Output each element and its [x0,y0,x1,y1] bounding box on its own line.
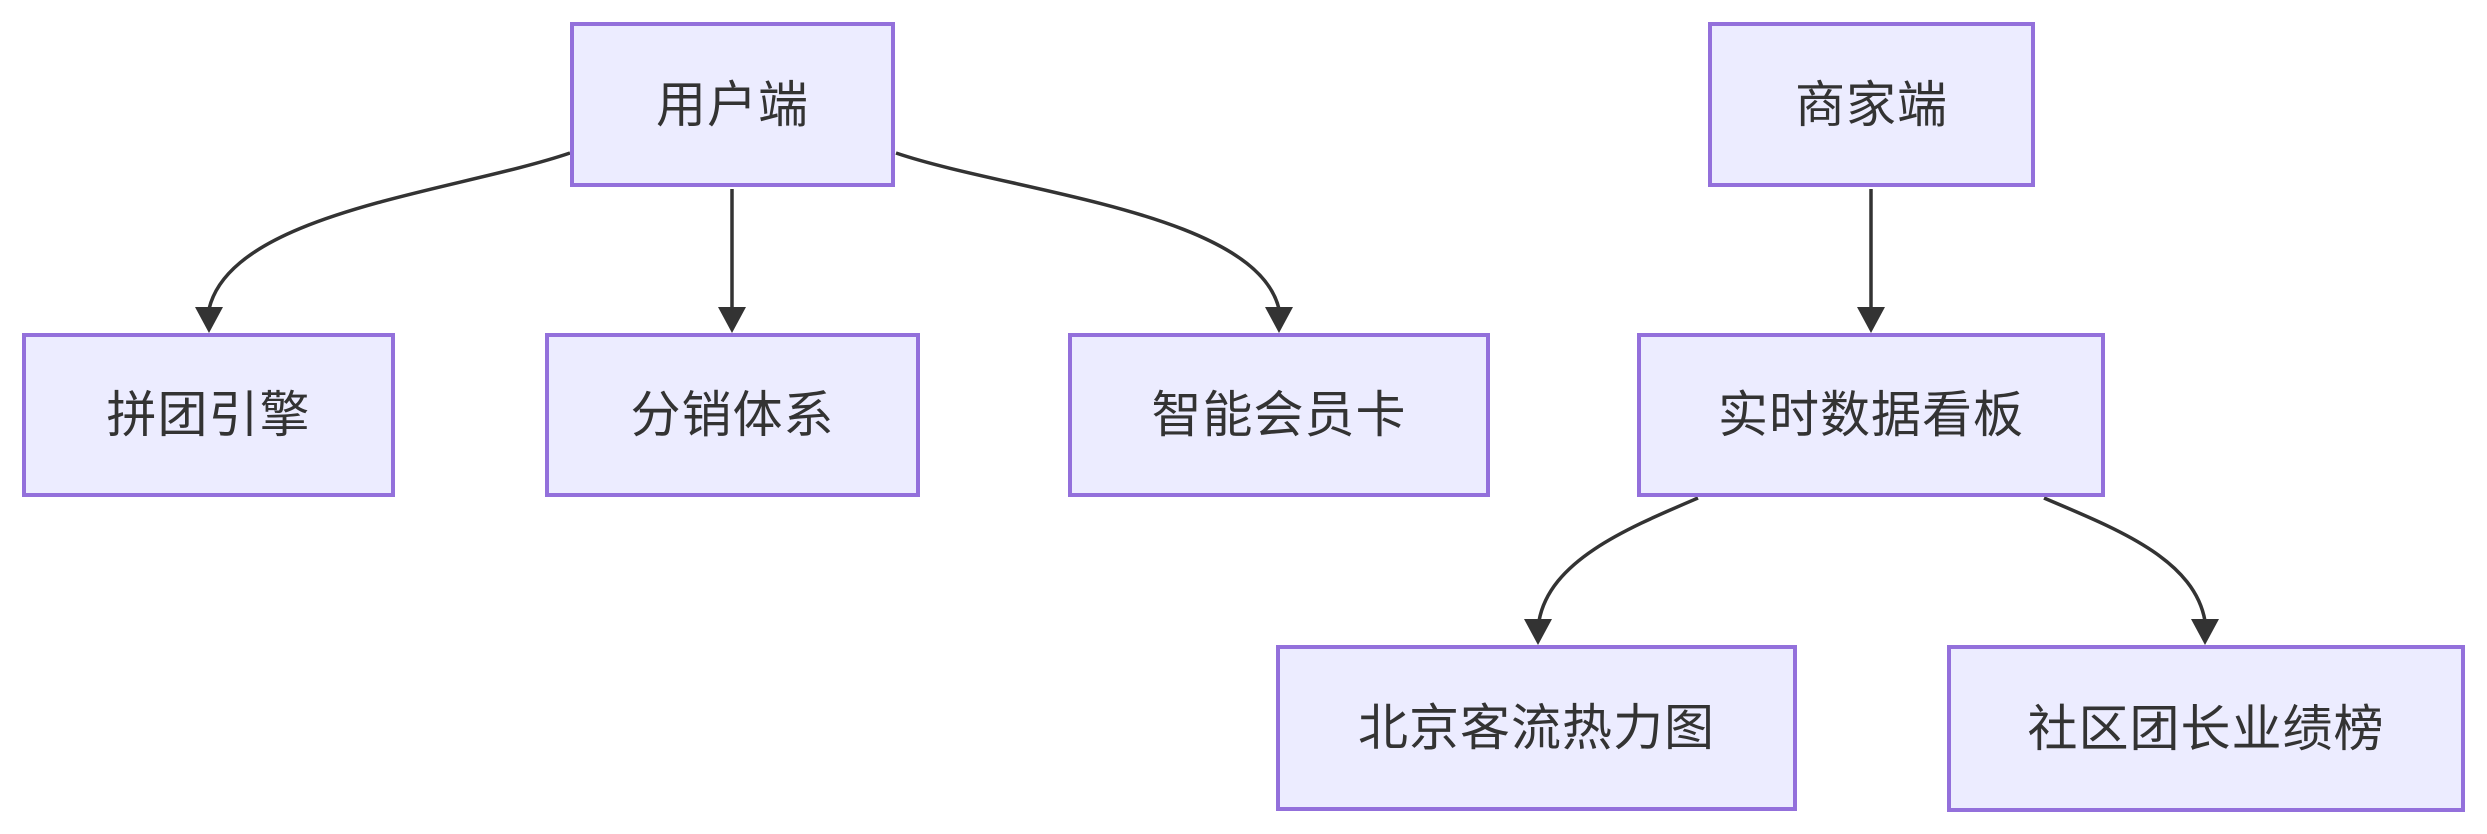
arrowhead-distribution [718,307,746,333]
arrowhead-dashboard [1857,307,1885,333]
node-user-side-label: 用户端 [656,76,809,133]
arrowhead-heatmap [1524,619,1552,645]
node-smart-member-card: 智能会员卡 [1068,333,1490,497]
node-realtime-dashboard: 实时数据看板 [1637,333,2105,497]
arrowhead-groupbuy [195,307,223,333]
edge-user-to-groupbuy [207,151,571,310]
arrowhead-leaderboard [2191,619,2219,645]
node-community-leaderboard: 社区团长业绩榜 [1947,645,2465,812]
edge-user-to-membercard [895,151,1281,310]
edge-dashboard-to-leaderboard [2043,496,2207,622]
edge-dashboard-to-heatmap [1537,496,1699,622]
node-distribution-system-label: 分销体系 [630,387,835,443]
node-smart-member-card-label: 智能会员卡 [1151,387,1407,443]
node-user-side: 用户端 [570,22,895,187]
arrowhead-membercard [1265,307,1293,333]
node-groupbuy-engine: 拼团引擎 [22,333,395,497]
node-merchant-side-label: 商家端 [1795,76,1948,133]
node-groupbuy-engine-label: 拼团引擎 [106,387,311,443]
node-realtime-dashboard-label: 实时数据看板 [1718,387,2024,443]
node-community-leaderboard-label: 社区团长业绩榜 [2027,700,2385,757]
node-distribution-system: 分销体系 [545,333,920,497]
node-merchant-side: 商家端 [1708,22,2035,187]
node-beijing-heatmap-label: 北京客流热力图 [1358,700,1715,756]
node-beijing-heatmap: 北京客流热力图 [1276,645,1797,811]
